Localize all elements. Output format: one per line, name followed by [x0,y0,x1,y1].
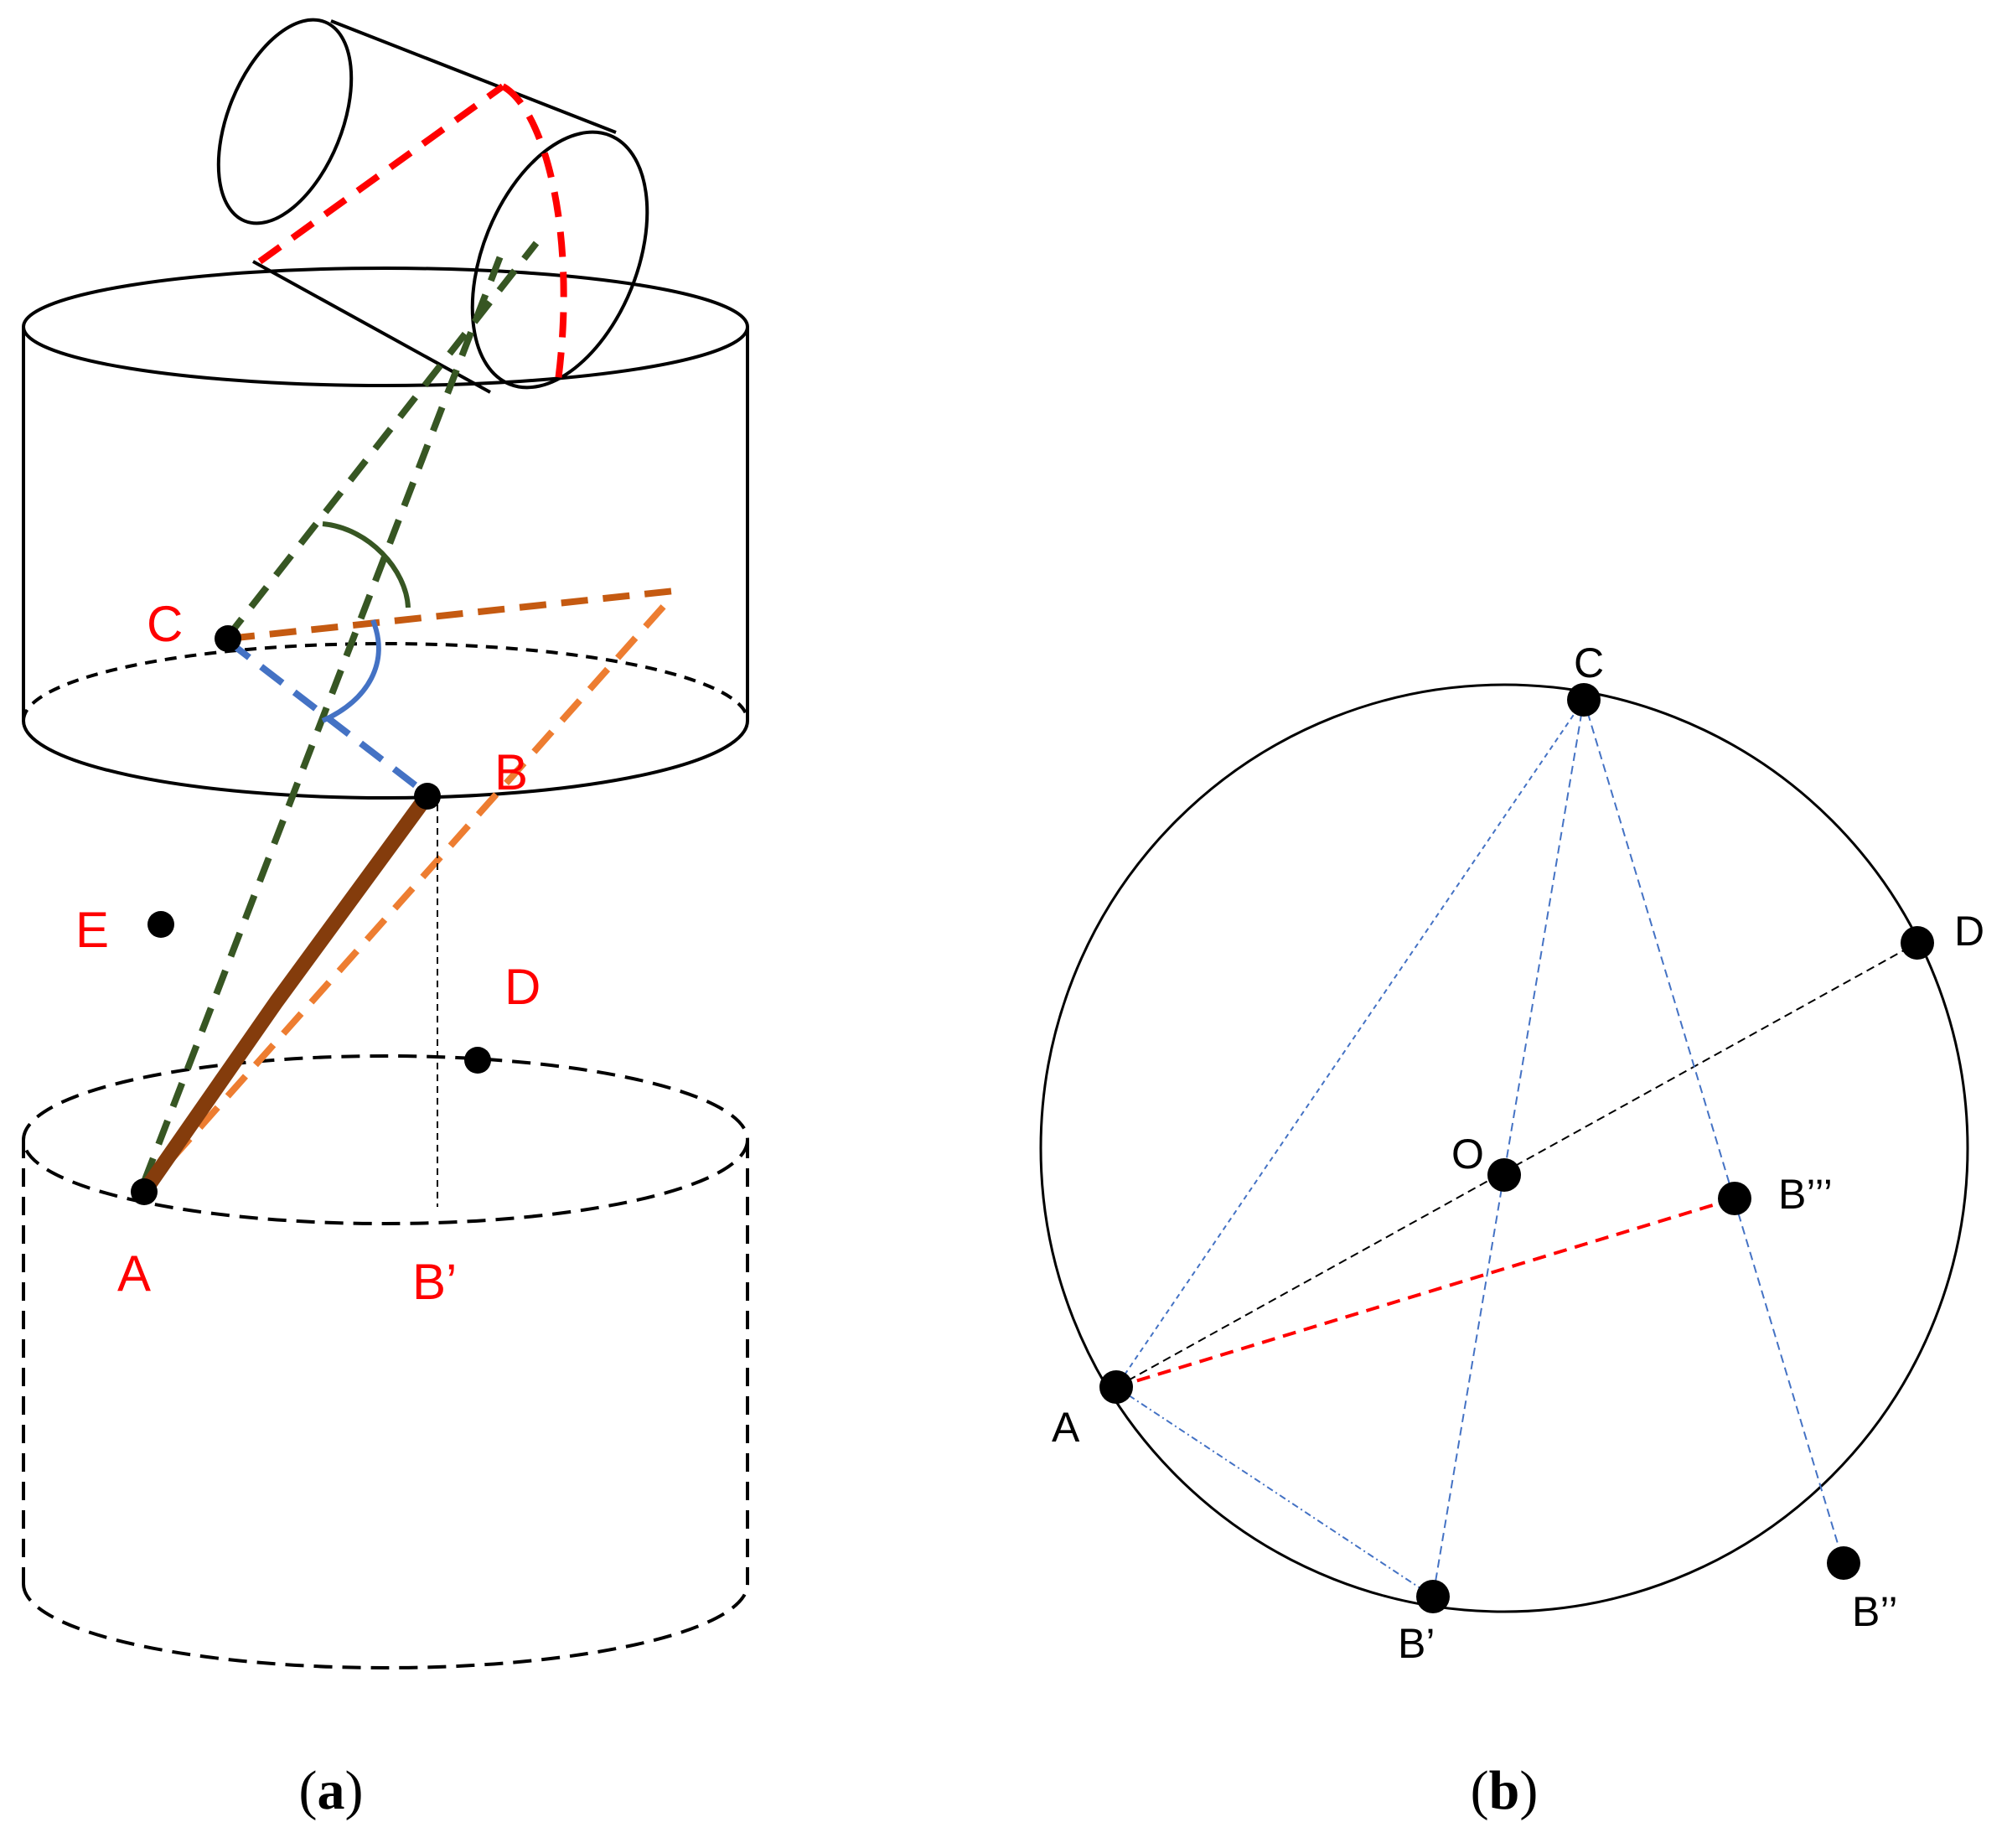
line-c-bprime [1432,699,1585,1597]
line-c-a [1115,699,1585,1388]
label-b-b2prime: B’’ [1852,1588,1898,1635]
label-b-c: C [1574,639,1604,686]
lower-cylinder-bottom-rim [22,1583,749,1669]
label-d: D [504,959,541,1015]
label-b-prime: B’ [412,1254,457,1310]
caption-b: (b) [1471,1760,1539,1821]
tilted-cylinder-red-section-arc [500,83,567,388]
label-a: A [117,1245,151,1302]
circle-outline [1039,683,1969,1613]
green-view-line-2 [141,248,506,1183]
upper-cylinder [22,267,750,800]
point-b-o [1487,1158,1521,1192]
point-b-c [1567,683,1601,717]
tilted-cylinder-top-edge [330,19,617,134]
caption-a: (a) [299,1760,364,1821]
label-e: E [75,902,109,958]
label-c: C [147,596,183,652]
green-view-line-1 [223,241,540,641]
upper-cylinder-bottom-front [22,720,749,800]
line-a-b3prime [1115,1197,1735,1389]
tilted-cylinder-back-face [216,18,354,225]
point-b-a [1099,1370,1133,1404]
point-b-d [1901,926,1934,960]
dark-orange-line-c [227,588,675,642]
tilted-cylinder-red-section-edge [257,83,505,265]
label-b-bprime: B’ [1398,1620,1435,1667]
point-b [414,783,441,810]
label-b-d: D [1954,908,1984,955]
point-a [131,1178,158,1205]
green-angle-arc [322,521,411,608]
tilted-cylinder-bottom-edge [252,260,491,394]
line-a-bprime [1115,1386,1434,1597]
point-e [147,911,174,938]
label-b-o: O [1451,1131,1484,1178]
label-b-a: A [1052,1404,1080,1451]
line-c-b2prime [1583,699,1844,1564]
tilted-cylinder-front-face [470,130,649,390]
upper-cylinder-bottom-back [22,642,749,722]
tilted-cylinder [216,18,649,394]
point-d [464,1047,491,1074]
lower-cylinder-top-rim [22,1054,749,1225]
panel-a: A B B’ C D E (a) [22,18,750,1821]
label-b: B [494,744,528,800]
blue-angle-arc [321,619,381,723]
point-b-b3prime [1718,1182,1751,1215]
rod-ab [137,790,433,1199]
point-b-bprime [1416,1580,1450,1613]
label-b-b3prime: B’’’ [1778,1171,1833,1218]
upper-cylinder-top-rim [22,267,750,387]
lower-cylinder [22,1054,749,1669]
point-c [215,625,241,652]
panel-b: A C D O B’’’ B’ B’’ (b) [1039,639,1984,1821]
point-b-b2prime [1827,1546,1860,1580]
orange-line-a [142,594,675,1193]
